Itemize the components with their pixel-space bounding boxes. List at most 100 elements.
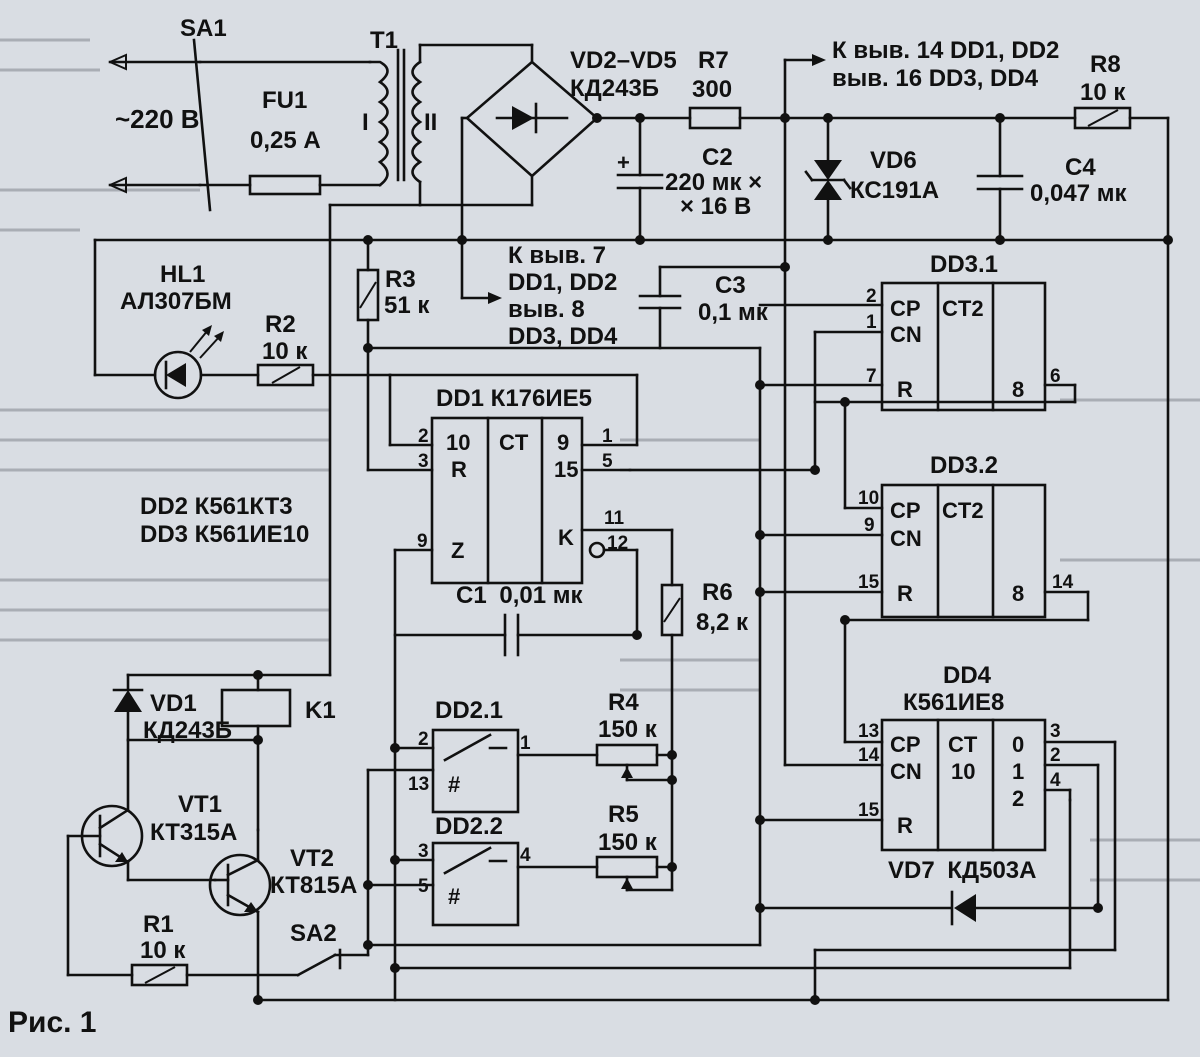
dd3-1-ct: CT2 xyxy=(942,296,984,321)
dd3-2-pin-9: 9 xyxy=(864,515,875,536)
dd1-pin-9: 9 xyxy=(417,531,428,552)
r2-resistor: R2 10 к xyxy=(256,311,392,387)
dd3-1-pin-2: 2 xyxy=(866,286,877,307)
c1-capacitor: C1 0,01 мк xyxy=(393,548,639,1002)
fu1-ref: FU1 xyxy=(262,87,307,114)
dd1-in-z: Z xyxy=(451,538,464,563)
dd2-2-pin-3: 3 xyxy=(418,841,429,862)
r2-value: 10 к xyxy=(262,338,308,365)
ground-note: К выв. 7 DD1, DD2 выв. 8 DD3, DD4 xyxy=(460,242,618,350)
dd1-pin-11: 11 xyxy=(604,508,625,529)
supply-note: К выв. 14 DD1, DD2 выв. 16 DD3, DD4 xyxy=(783,37,1059,120)
c4-ref: C4 xyxy=(1065,154,1096,181)
c2-capacitor: + C2 220 мк × × 16 В xyxy=(616,116,762,242)
dd3-2-chip: DD3.2 CP CN R CT2 8 10 9 15 14 xyxy=(758,400,1090,622)
hl1-ref: HL1 xyxy=(160,261,205,288)
fu1-value: 0,25 А xyxy=(250,127,321,154)
dd3-2-title: DD3.2 xyxy=(930,452,998,479)
vt2-type: КТ815А xyxy=(270,872,357,899)
r1-resistor: R1 10 к xyxy=(66,911,300,987)
bridge-type: КД243Б xyxy=(570,75,659,102)
dd4-pin-3: 3 xyxy=(1050,721,1061,742)
supply-note-line2: выв. 16 DD3, DD4 xyxy=(832,65,1039,92)
dd1-k: K xyxy=(558,525,574,550)
dd4-pin-15: 15 xyxy=(858,800,880,821)
r6-ref: R6 xyxy=(702,579,733,606)
vd7-ref: VD7 xyxy=(888,857,935,884)
r4-ref: R4 xyxy=(608,689,639,716)
dd2-1-pin-2: 2 xyxy=(418,729,429,750)
r4-value: 150 к xyxy=(598,716,658,743)
figure-caption: Рис. 1 xyxy=(8,1006,97,1039)
ground-note-line4: DD3, DD4 xyxy=(508,323,618,350)
supply-note-line1: К выв. 14 DD1, DD2 xyxy=(832,37,1059,64)
c2-plus: + xyxy=(617,150,630,175)
r3-ref: R3 xyxy=(385,266,416,293)
vt1-transistor: VT1 КТ315А xyxy=(66,738,237,977)
k1-relay: K1 xyxy=(220,673,336,832)
r5-potentiometer: R5 150 к xyxy=(595,801,674,892)
dd4-ct: CT xyxy=(948,732,978,757)
dd3-2-pin-10: 10 xyxy=(858,488,879,509)
r2-ref: R2 xyxy=(265,311,296,338)
t1-transformer: T1 I II xyxy=(362,27,534,207)
dd4-chip: DD4 К561ИЕ8 CP CN R CT 10 0 1 2 13 14 15… xyxy=(758,618,1117,952)
r1-value: 10 к xyxy=(140,937,186,964)
dd3-2-cp: CP xyxy=(890,498,921,523)
dd1-pin-2: 2 xyxy=(418,426,429,447)
t1-winding-2: II xyxy=(424,109,437,136)
bridge-rectifier: VD2–VD5 КД243Б xyxy=(460,43,692,300)
r4-potentiometer: R4 150 к xyxy=(595,689,674,782)
sa2-switch: SA2 xyxy=(290,768,370,977)
dd2-2-pin-4: 4 xyxy=(520,845,531,866)
dd1-in-r: R xyxy=(451,457,467,482)
dd4-pin-4: 4 xyxy=(1050,770,1061,791)
dd4-pin-13: 13 xyxy=(858,721,879,742)
r3-value: 51 к xyxy=(384,292,430,319)
dd4-q0: 0 xyxy=(1012,732,1024,757)
vt2-transistor: VT2 КТ815А xyxy=(208,828,357,1002)
dd1-ct: CT xyxy=(499,430,529,455)
dd4-ten: 10 xyxy=(951,759,975,784)
mains-label: ~220 В xyxy=(115,104,200,134)
ground-note-line1: К выв. 7 xyxy=(508,242,606,269)
dd2-1-pin-13: 13 xyxy=(408,774,429,795)
c4-capacitor: C4 0,047 мк xyxy=(976,116,1127,242)
r7-ref: R7 xyxy=(698,47,729,74)
vd1-type: КД243Б xyxy=(143,717,232,744)
k1-label: K1 xyxy=(305,697,336,724)
dd4-title-2: К561ИЕ8 xyxy=(903,689,1004,716)
vd1-diode: VD1 КД243Б xyxy=(112,673,260,744)
vd1-ref: VD1 xyxy=(150,690,197,717)
t1-ref: T1 xyxy=(370,27,398,54)
dd4-pin-14: 14 xyxy=(858,745,880,766)
c2-value2: × 16 В xyxy=(680,193,751,220)
dd4-cp: CP xyxy=(890,732,921,757)
vt2-ref: VT2 xyxy=(290,845,334,872)
dd3-2-pin-15: 15 xyxy=(858,572,880,593)
r5-value: 150 к xyxy=(598,829,658,856)
dd3-1-title: DD3.1 xyxy=(930,251,998,278)
dd2-type-note: DD2 К561КТ3 xyxy=(140,493,293,520)
dd2-2-switch: # DD2.2 3 5 4 xyxy=(366,813,599,927)
r8-value: 10 к xyxy=(1080,79,1126,106)
dd3-1-q: 8 xyxy=(1012,377,1024,402)
r7-resistor: R7 300 xyxy=(688,47,1077,130)
dd2-1-sym: # xyxy=(448,772,460,797)
dd2-1-title: DD2.1 xyxy=(435,697,503,724)
hl1-type: АЛ307БМ xyxy=(120,288,232,315)
dd4-cn: CN xyxy=(890,759,922,784)
sa1-label: SA1 xyxy=(180,15,227,42)
r3-resistor: R3 51 к xyxy=(356,238,762,472)
vd6-ref: VD6 xyxy=(870,147,917,174)
dd4-q1: 1 xyxy=(1012,759,1024,784)
c4-value: 0,047 мк xyxy=(1030,180,1127,207)
dd3-2-pin-14: 14 xyxy=(1052,572,1074,593)
dd2-2-pin-5: 5 xyxy=(418,876,429,897)
r7-value: 300 xyxy=(692,76,732,103)
dd4-pin-2: 2 xyxy=(1050,745,1061,766)
r6-resistor: R6 8,2 к xyxy=(660,579,749,892)
vd7-type: КД503А xyxy=(947,857,1036,884)
